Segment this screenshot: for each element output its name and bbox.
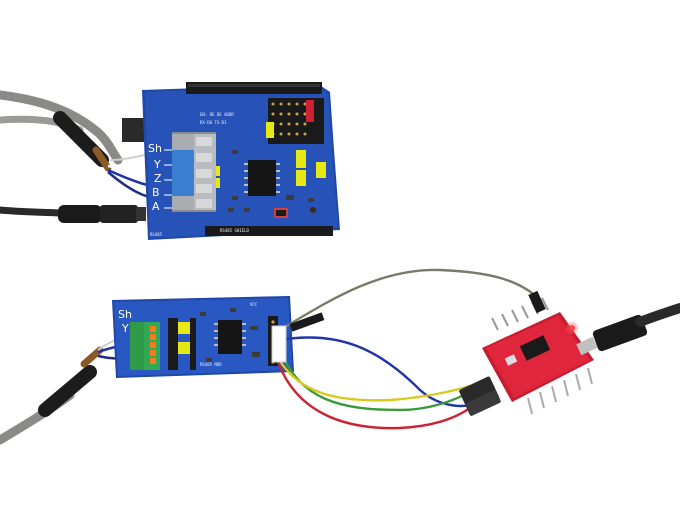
svg-text:RS485 SHIELD: RS485 SHIELD bbox=[220, 228, 249, 233]
module-terminal-block bbox=[130, 322, 160, 370]
shield-top-header bbox=[186, 82, 322, 94]
shield-cables bbox=[0, 90, 176, 223]
ftdi-usb-serial-board bbox=[459, 290, 598, 416]
wire-yellow bbox=[276, 356, 472, 402]
shield-terminal-block bbox=[172, 132, 216, 212]
shield-terminal-labels: Sh Y Z B A bbox=[148, 142, 162, 213]
rs485-shield-board: EN: RE DE ADDR RX-D0 TX-D1 RS485 SHIELD … bbox=[122, 82, 340, 240]
wire-red bbox=[276, 360, 472, 430]
svg-text:RS485: RS485 bbox=[150, 232, 163, 237]
ftdi-chip bbox=[519, 335, 551, 361]
module-label-sh: Sh bbox=[118, 308, 132, 321]
shield-label-z: Z bbox=[154, 172, 162, 185]
wire-blue bbox=[278, 336, 482, 408]
svg-text:RS485 MOD: RS485 MOD bbox=[200, 362, 222, 367]
module-label-y: Y bbox=[121, 322, 129, 335]
svg-text:RX-D0 TX-D1: RX-D0 TX-D1 bbox=[200, 120, 227, 125]
jumper-wires bbox=[271, 268, 542, 430]
svg-text:VCC: VCC bbox=[250, 302, 258, 307]
ftdi-led bbox=[569, 325, 575, 331]
module-terminal-labels: Sh Y bbox=[118, 308, 132, 335]
module-jumpers bbox=[178, 322, 190, 354]
module-transceiver-ic bbox=[218, 320, 242, 354]
shield-label-sh: Sh bbox=[148, 142, 162, 155]
shield-label-b: B bbox=[152, 186, 160, 199]
shield-bottom-header bbox=[205, 226, 333, 236]
usb-cable bbox=[592, 303, 680, 352]
shield-transceiver-ic bbox=[248, 160, 276, 196]
shield-label-a: A bbox=[152, 200, 160, 213]
rs485-module-board: RS485 MOD VCC Sh Y bbox=[112, 296, 294, 378]
svg-text:EN: RE DE ADDR: EN: RE DE ADDR bbox=[200, 112, 234, 117]
ftdi-usb-port bbox=[576, 336, 598, 356]
shield-label-y: Y bbox=[153, 158, 161, 171]
wire-grey bbox=[278, 268, 542, 332]
